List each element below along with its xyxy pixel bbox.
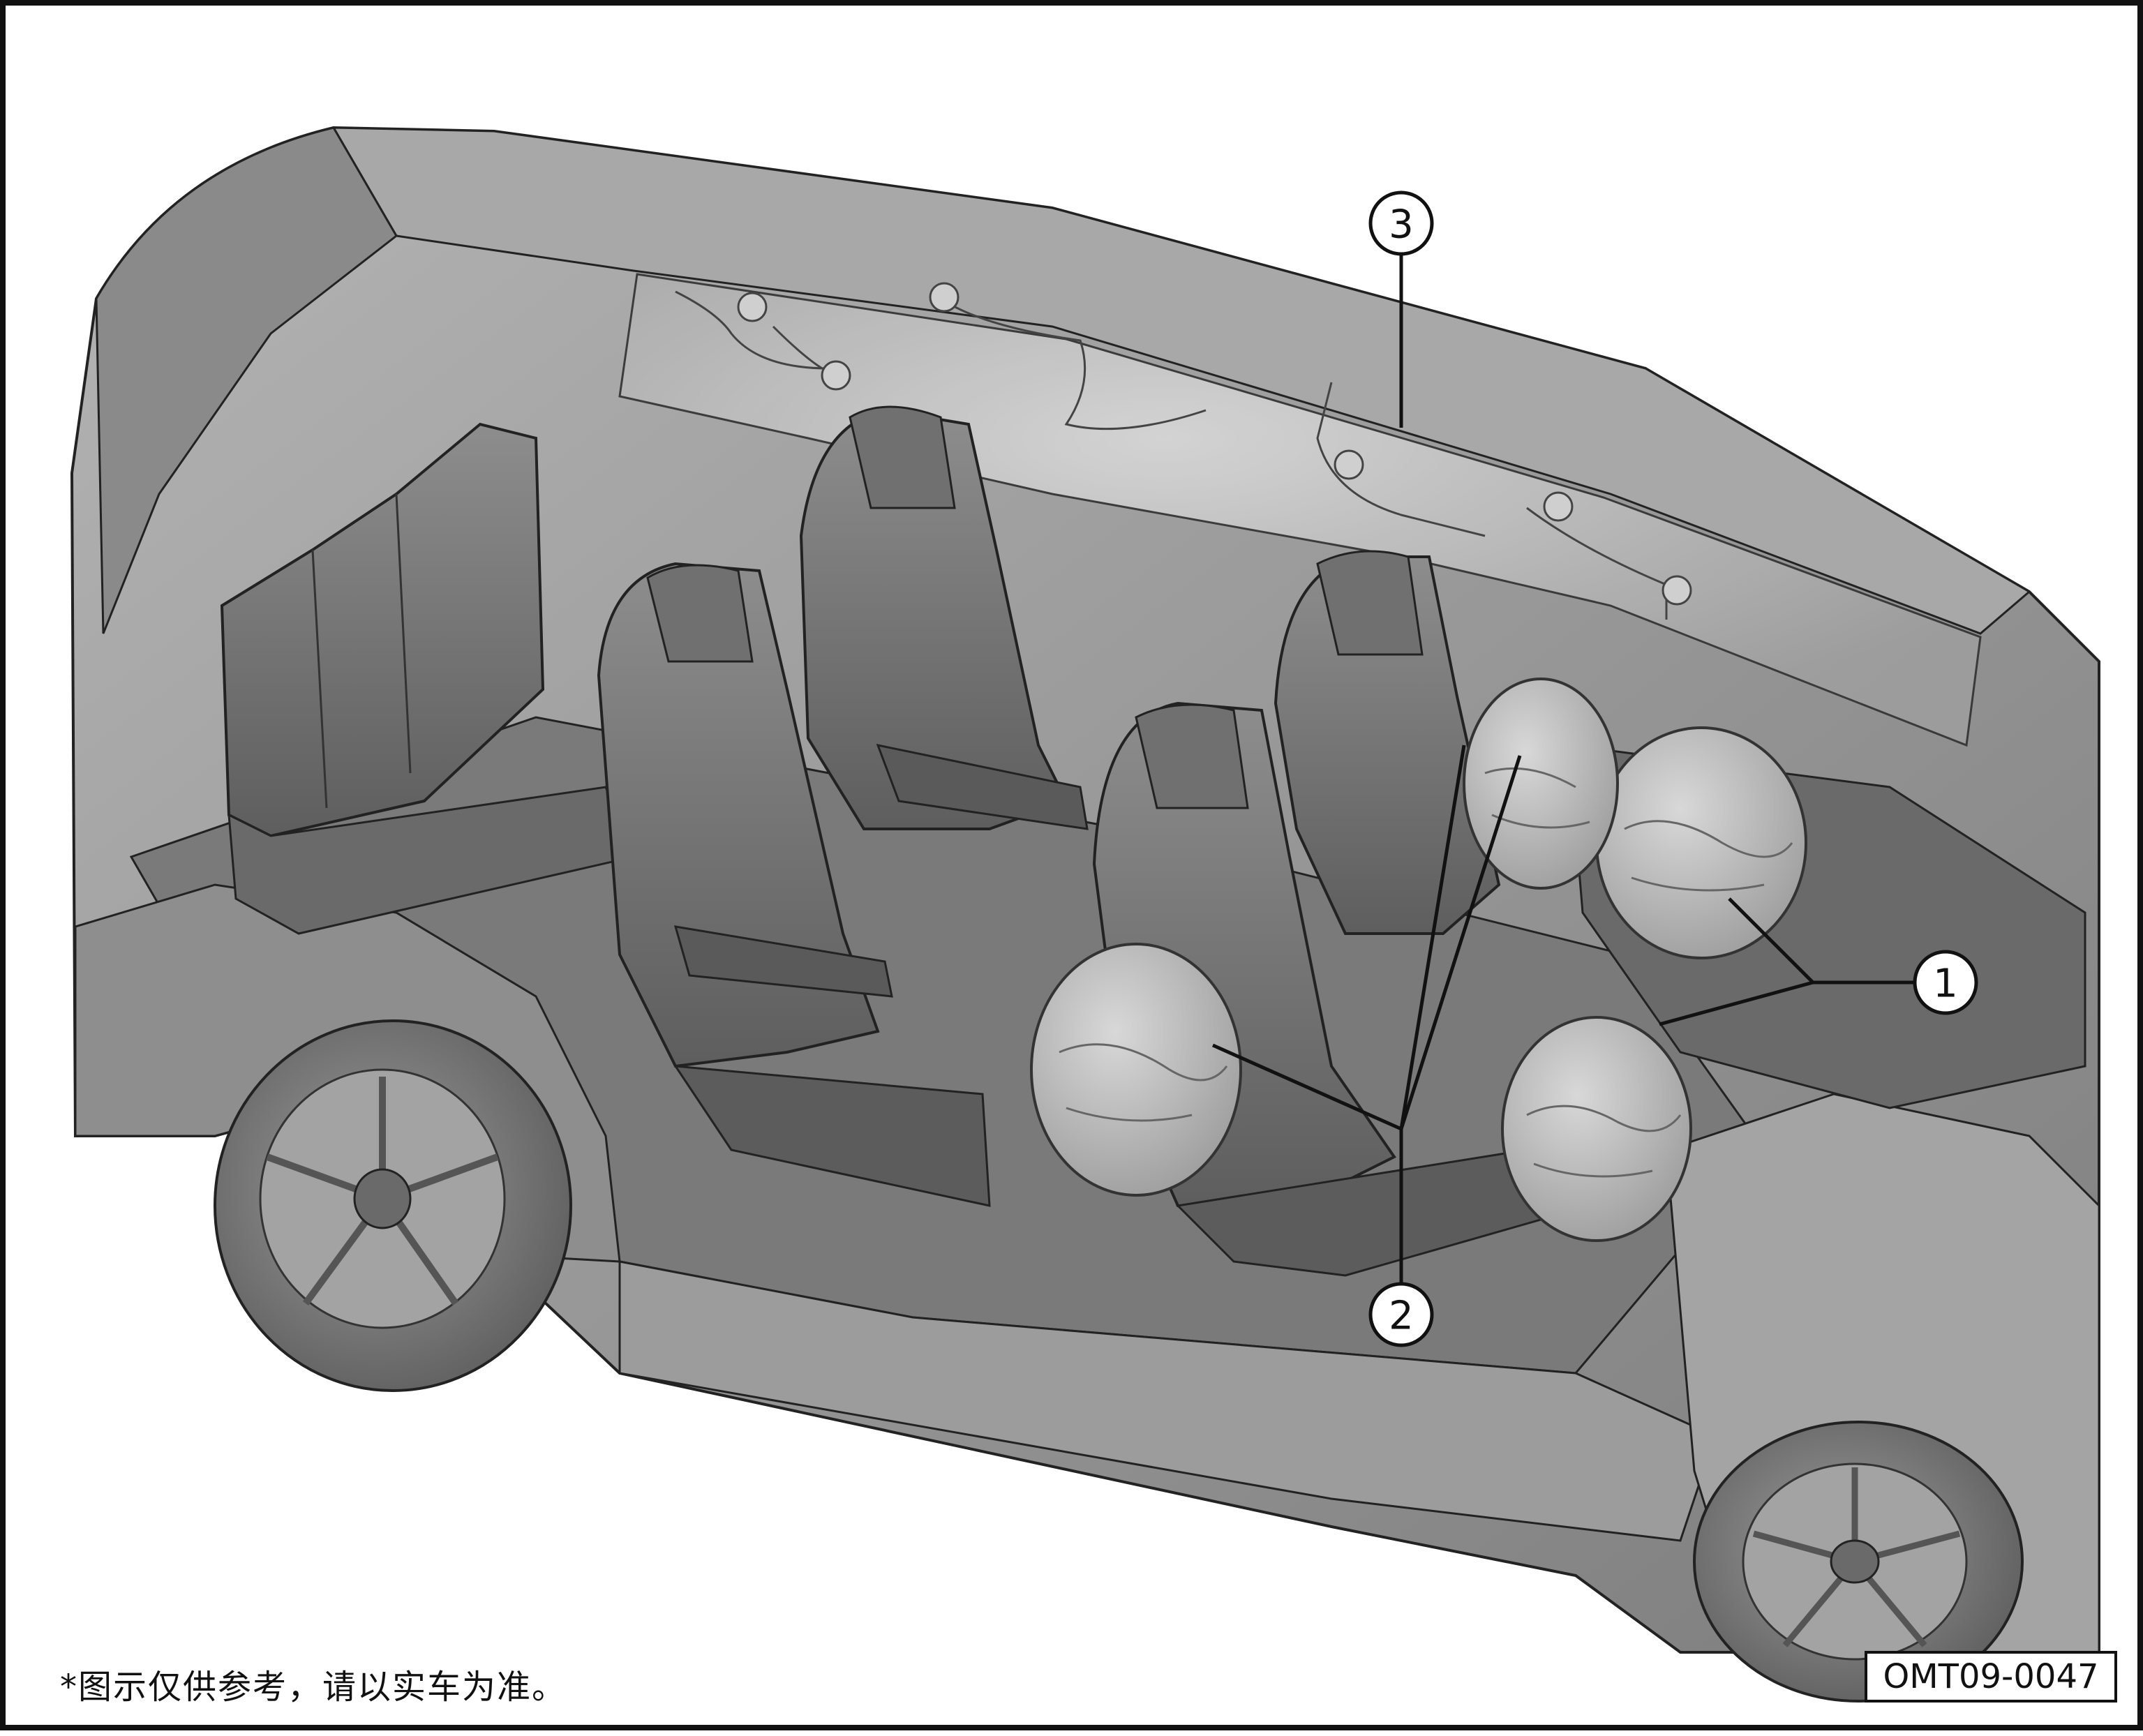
- passenger-front-airbag: [1595, 726, 1807, 959]
- callout-3-label: 3: [1389, 202, 1414, 248]
- callout-leader-lines: [1211, 253, 1914, 1284]
- second-row-left-seat: [799, 405, 1089, 830]
- front-right-side-airbag: [1030, 943, 1242, 1197]
- callout-1: 1: [1913, 950, 1978, 1015]
- front-wheel: [1693, 1421, 2024, 1703]
- curtain-airbag: [618, 273, 1982, 747]
- rear-wheel: [214, 1019, 572, 1392]
- front-left-seat: [1274, 550, 1501, 935]
- front-left-side-airbag: [1463, 678, 1619, 890]
- driver-front-airbag: [1501, 1016, 1692, 1242]
- vehicle-cutaway-illustration: 1 2 3: [70, 126, 2100, 1703]
- second-row-right-seat: [597, 562, 991, 1207]
- callout-3: 3: [1368, 190, 1434, 256]
- third-row-seat: [220, 422, 636, 935]
- disclaimer-note: *图示仅供参考，请以实车为准。: [60, 1668, 567, 1707]
- callout-1-label: 1: [1933, 961, 1958, 1007]
- figure-code: OMT09-0047: [1865, 1651, 2117, 1703]
- callout-2: 2: [1368, 1282, 1434, 1347]
- callout-2-label: 2: [1389, 1294, 1414, 1339]
